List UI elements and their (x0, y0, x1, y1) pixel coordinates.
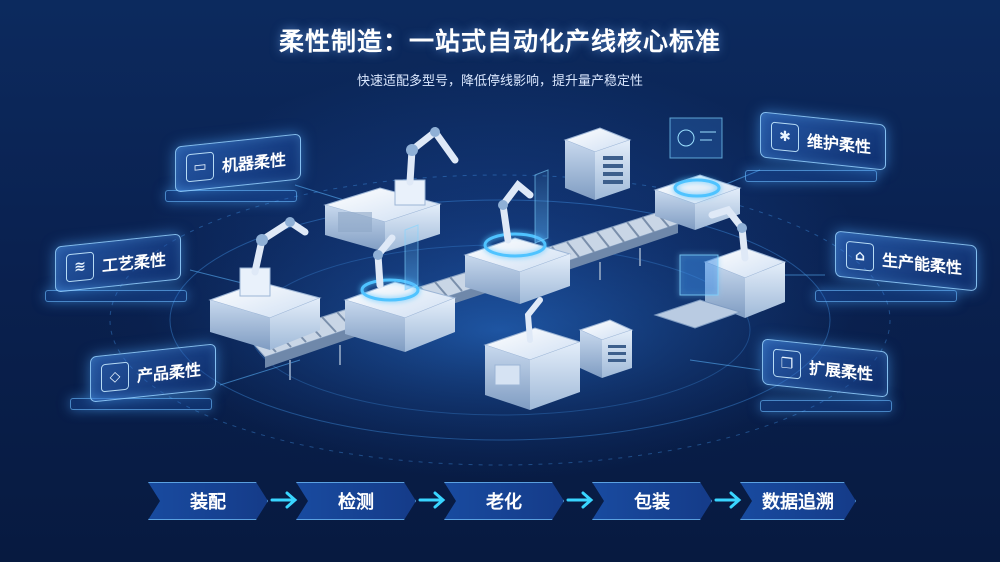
chart-icon: ⌂ (846, 240, 874, 272)
layers-icon: ≋ (66, 251, 94, 283)
card-base (45, 290, 187, 302)
monitor-icon: ▭ (186, 151, 214, 183)
step-inspection: 检测 (296, 482, 416, 520)
card-base (745, 170, 877, 182)
card-label: 生产能柔性 (882, 250, 963, 278)
process-flow: 装配 检测 老化 包装 数据追溯 (148, 482, 854, 518)
arrow-right-icon (418, 491, 446, 509)
robot-right (653, 205, 787, 329)
page-title: 柔性制造：一站式自动化产线核心标准 (278, 27, 721, 56)
card-base (815, 290, 957, 302)
card-base (165, 190, 297, 202)
cube-icon: ❒ (773, 348, 801, 380)
step-data-traceability: 数据追溯 (740, 482, 856, 520)
page-subtitle: 快速适配多型号，降低停线影响，提升量产稳定性 (356, 74, 643, 89)
card-label: 机器柔性 (222, 149, 287, 176)
card-label: 扩展柔性 (809, 358, 874, 385)
robot-top-center (394, 126, 459, 206)
arrow-right-icon (566, 491, 594, 509)
card-label: 维护柔性 (807, 131, 872, 158)
card-base (760, 400, 892, 412)
card-label: 工艺柔性 (102, 249, 167, 276)
step-aging: 老化 (444, 482, 564, 520)
gear-icon: ✱ (771, 121, 799, 153)
arrow-right-icon (270, 491, 298, 509)
glowing-station-center (463, 169, 572, 304)
glowing-station-right (653, 117, 742, 230)
arrow-right-icon (714, 491, 742, 509)
card-label: 产品柔性 (137, 359, 202, 386)
glowing-station-left (343, 224, 457, 352)
box-icon: ◇ (101, 361, 129, 393)
step-packaging: 包装 (592, 482, 712, 520)
server-rack-top (563, 127, 632, 200)
robot-station-left (208, 217, 322, 350)
step-assembly: 装配 (148, 482, 268, 520)
bottom-cabinet (483, 297, 634, 410)
card-base (70, 398, 212, 410)
